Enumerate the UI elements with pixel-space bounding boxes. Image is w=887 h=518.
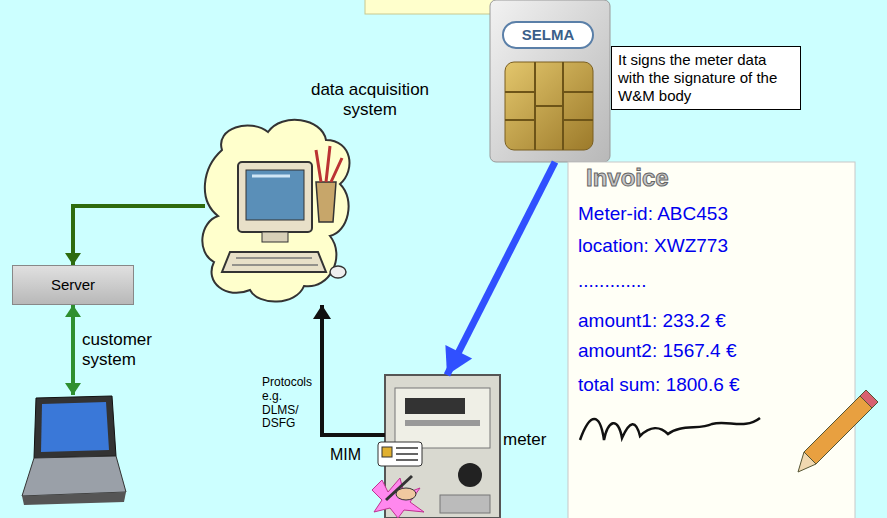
smart-card: SELMA [490,0,610,162]
computer-clipart [202,120,349,302]
node-text: data acquisition system [295,80,445,121]
callout-box: It signs the meter data with the signatu… [611,46,801,110]
node-line: amount1: 233.2 € [578,310,848,333]
server-box: Server [12,265,134,305]
mim-label: MIM [330,446,376,464]
protocol-note: Protocols e.g. DLMS/ DSFG [262,376,318,431]
computer-node: data acquisition system [205,135,350,305]
node-line: total sum: 1800.6 € [578,374,848,397]
connector-arrow [65,305,81,395]
node-text: customer system [82,330,168,371]
node-text: SELMA [503,22,593,48]
laptop-node: customer system [20,395,125,505]
node-text: Server [13,266,133,304]
invoice-box: InvoiceMeter-id: ABC453 location: XWZ773.… [568,162,855,518]
laptop-clipart [22,396,126,505]
node-line: amount2: 1567.4 € [578,340,848,363]
connector-arrow [65,206,205,265]
meter-node: meter [385,375,500,518]
node-text: Invoice [586,164,786,193]
smart-card [490,0,610,162]
node-line: ............. [578,270,848,293]
connector-arrow [445,162,555,375]
node-line: location: XWZ773 [578,235,848,258]
node-text: It signs the meter data with the signatu… [618,51,794,105]
connector-arrow [313,305,385,435]
invoice-paper [568,162,878,518]
node-line: Meter-id: ABC453 [578,203,848,226]
mim-icons [372,442,424,518]
node-text: meter [503,430,563,450]
